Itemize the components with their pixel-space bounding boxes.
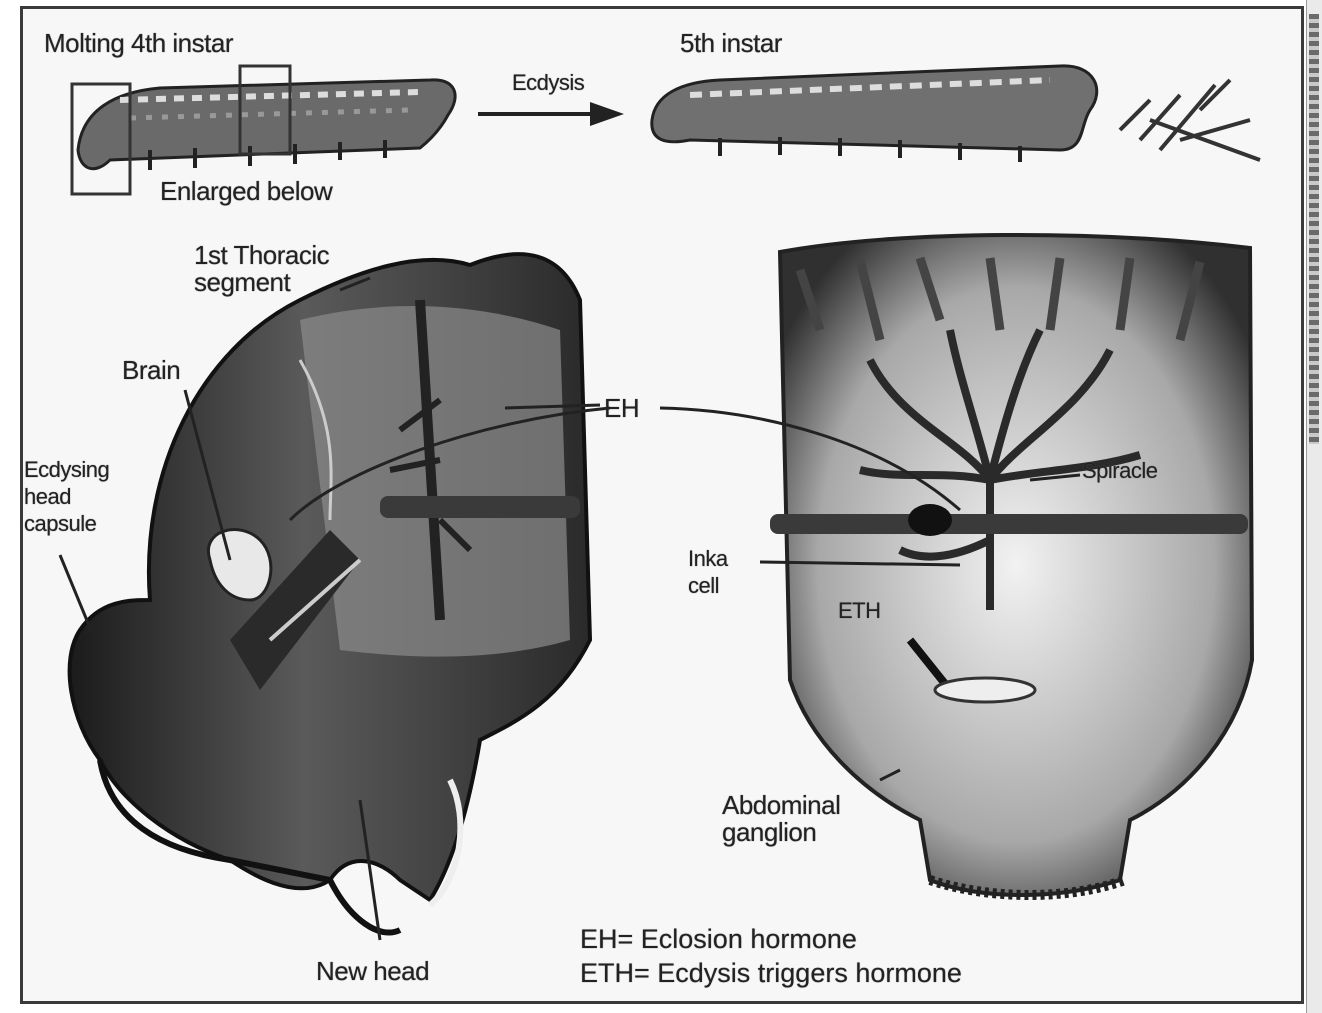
legend: EH= Eclosion hormone ETH= Ecdysis trigge… <box>580 922 962 990</box>
larva-4th-instar <box>72 66 455 194</box>
label-brain: Brain <box>122 355 180 386</box>
label-molting-4th-instar: Molting 4th instar <box>44 28 233 59</box>
label-abdominal-ganglion: Abdominal ganglion <box>722 792 840 846</box>
spiracle-tube <box>770 514 1248 534</box>
label-spiracle: Spiracle <box>1082 458 1157 484</box>
ecdysis-arrow <box>478 102 624 126</box>
label-eth: ETH <box>838 598 881 624</box>
label-new-head: New head <box>316 956 429 987</box>
label-ecdysing-head-capsule: Ecdysing head capsule <box>24 456 109 537</box>
legend-eh: EH= Eclosion hormone <box>580 922 962 956</box>
larva-5th-instar <box>652 66 1260 162</box>
label-eh: EH <box>604 393 639 424</box>
label-inka-cell: Inka cell <box>688 545 728 599</box>
legend-eth: ETH= Ecdysis triggers hormone <box>580 956 962 990</box>
abdominal-segment-drawing <box>770 235 1252 895</box>
shed-cuticle <box>1120 80 1260 160</box>
label-ecdysis: Ecdysis <box>512 70 584 96</box>
label-5th-instar: 5th instar <box>680 28 782 59</box>
label-1st-thoracic-segment: 1st Thoracic segment <box>194 242 329 296</box>
label-enlarged-below: Enlarged below <box>160 176 332 207</box>
